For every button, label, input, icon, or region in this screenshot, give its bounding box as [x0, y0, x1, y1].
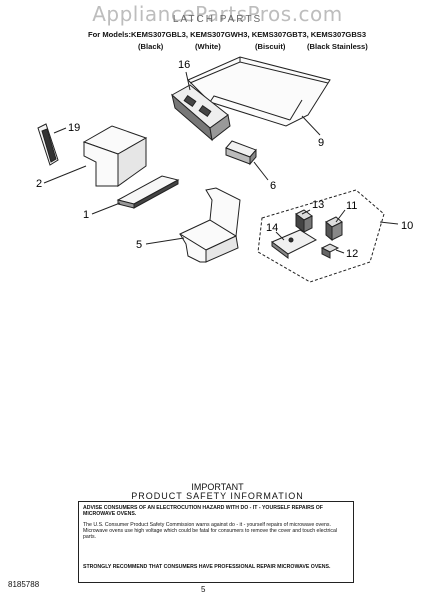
- callout-19: 19: [68, 122, 80, 134]
- safety-heading-important: IMPORTANT: [191, 482, 244, 492]
- part-13-switch: [295, 209, 313, 233]
- watermark: AppliancePartsPros.com: [92, 2, 343, 26]
- models-line: For Models:KEMS307GBL3, KEMS307GWH3, KEM…: [88, 30, 367, 39]
- parts-diagram: 16 9 19 2 6 1 13 11 10 14 12 5: [36, 56, 413, 283]
- page-title: LATCH PARTS: [172, 14, 263, 25]
- color-biscuit: (Biscuit): [255, 42, 286, 51]
- page-number: 5: [201, 585, 206, 594]
- part-2-bracket: [82, 125, 148, 187]
- callout-6: 6: [270, 180, 276, 192]
- color-black-stainless: (Black Stainless): [307, 42, 368, 51]
- callout-14: 14: [266, 222, 278, 234]
- safety-paragraph-3: STRONGLY RECOMMEND THAT CONSUMERS HAVE P…: [83, 564, 331, 570]
- callout-2: 2: [36, 178, 42, 190]
- callout-5: 5: [136, 239, 142, 251]
- color-black: (Black): [138, 42, 164, 51]
- part-14-switch-plate: [271, 229, 318, 259]
- part-9-panel: [187, 56, 331, 127]
- safety-paragraph-2: The U.S. Consumer Product Safety Commiss…: [83, 522, 338, 540]
- part-5-bracket: [178, 187, 241, 263]
- callout-10: 10: [401, 220, 413, 232]
- safety-heading: PRODUCT SAFETY INFORMATION: [131, 491, 304, 501]
- callout-12: 12: [346, 248, 358, 260]
- part-6-block: [225, 140, 257, 166]
- color-white: (White): [195, 42, 221, 51]
- callout-1: 1: [83, 209, 89, 221]
- part-19-strip: [37, 123, 59, 166]
- part-12-switch: [320, 243, 340, 259]
- part-number: 8185788: [8, 580, 40, 589]
- safety-paragraph-1: ADVISE CONSUMERS OF AN ELECTROCUTION HAZ…: [83, 505, 323, 517]
- callout-16: 16: [178, 59, 190, 71]
- callout-9: 9: [318, 137, 324, 149]
- callout-11: 11: [346, 200, 357, 212]
- callout-13: 13: [312, 199, 324, 211]
- part-1-bar: [116, 175, 180, 209]
- leader-lines: [43, 71, 399, 254]
- part-11-switch: [325, 216, 343, 242]
- safety-box: [78, 501, 354, 583]
- part-16-latch: [171, 84, 231, 142]
